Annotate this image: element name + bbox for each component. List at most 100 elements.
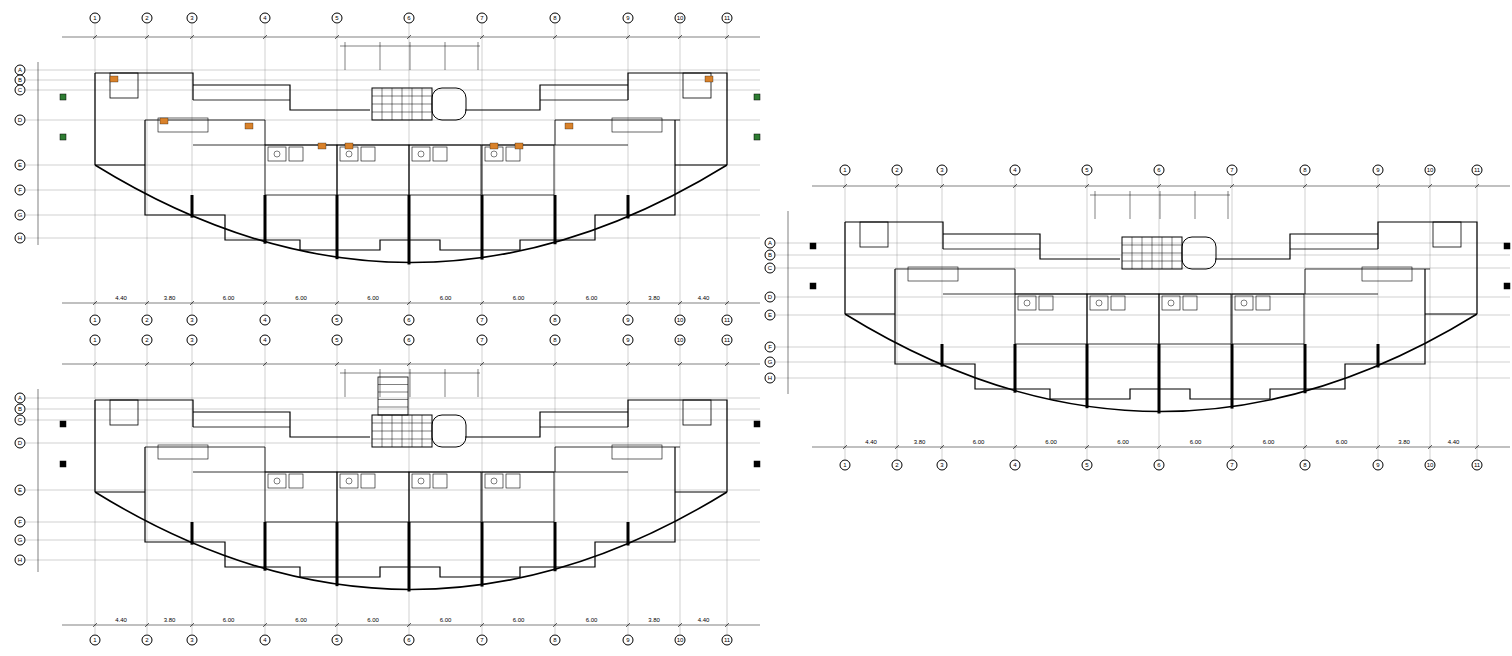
grid-bubble: 1 <box>90 13 101 24</box>
dimension-text: 6.00 <box>512 617 526 624</box>
dimension-text: 3.80 <box>647 295 661 302</box>
grid-bubble: 8 <box>550 335 561 346</box>
grid-bubble: 3 <box>187 13 198 24</box>
grid-bubble: 10 <box>675 13 686 24</box>
grid-bubble: 6 <box>404 335 415 346</box>
grid-bubble: 7 <box>477 335 488 346</box>
grid-bubble: 4 <box>260 635 271 646</box>
dimension-text: 3.80 <box>1397 439 1411 446</box>
grid-bubble: B <box>15 404 26 415</box>
dimension-text: 6.00 <box>366 617 380 624</box>
grid-bubble: 1 <box>840 165 851 176</box>
grid-bubble: 1 <box>840 460 851 471</box>
grid-bubble: 8 <box>550 635 561 646</box>
dimension-text: 3.80 <box>163 295 177 302</box>
grid-bubble: H <box>15 233 26 244</box>
dimension-text: 6.00 <box>972 439 986 446</box>
grid-bubble: D <box>15 115 26 126</box>
grid-bubble: 7 <box>477 315 488 326</box>
dimension-text: 3.80 <box>647 617 661 624</box>
grid-bubble: 4 <box>260 335 271 346</box>
grid-bubble: 5 <box>332 635 343 646</box>
dimension-text: 4.40 <box>114 617 128 624</box>
dimension-text: 6.00 <box>222 295 236 302</box>
grid-bubble: 9 <box>1373 165 1384 176</box>
dimension-text: 4.40 <box>697 295 711 302</box>
grid-bubble: 6 <box>404 315 415 326</box>
dimension-text: 6.00 <box>294 617 308 624</box>
grid-bubble: 5 <box>1082 460 1093 471</box>
dimension-text: 6.00 <box>585 617 599 624</box>
dimension-text: 6.00 <box>585 295 599 302</box>
grid-bubble: 2 <box>892 460 903 471</box>
grid-bubble: 6 <box>1154 165 1165 176</box>
grid-bubble: 11 <box>722 315 733 326</box>
grid-bubble: F <box>765 342 776 353</box>
grid-bubble: 2 <box>142 315 153 326</box>
grid-bubble: 10 <box>675 335 686 346</box>
grid-bubble: 7 <box>1227 165 1238 176</box>
grid-bubble: 7 <box>477 635 488 646</box>
dimension-text: 6.00 <box>1189 439 1203 446</box>
dimension-text: 6.00 <box>1044 439 1058 446</box>
dimension-text: 6.00 <box>366 295 380 302</box>
grid-bubble: 3 <box>187 335 198 346</box>
grid-bubble: H <box>15 555 26 566</box>
grid-bubble: 3 <box>937 460 948 471</box>
grid-bubble: 4 <box>260 315 271 326</box>
grid-bubble: 2 <box>142 635 153 646</box>
grid-bubble: 5 <box>332 315 343 326</box>
grid-bubble: 1 <box>90 335 101 346</box>
grid-bubble: B <box>765 250 776 261</box>
grid-bubble: 3 <box>937 165 948 176</box>
grid-bubble: 8 <box>550 13 561 24</box>
grid-bubble: 5 <box>1082 165 1093 176</box>
dimension-text: 4.40 <box>114 295 128 302</box>
grid-bubble: G <box>765 357 776 368</box>
dimension-text: 6.00 <box>1116 439 1130 446</box>
grid-bubble: 11 <box>722 635 733 646</box>
grid-bubble: G <box>15 535 26 546</box>
dimension-text: 6.00 <box>439 617 453 624</box>
dimension-text: 4.40 <box>697 617 711 624</box>
grid-bubble: 10 <box>675 315 686 326</box>
grid-bubble: E <box>765 310 776 321</box>
grid-bubble: 5 <box>332 335 343 346</box>
grid-bubble: 10 <box>1425 165 1436 176</box>
dimension-text: 6.00 <box>439 295 453 302</box>
grid-bubble: 11 <box>722 13 733 24</box>
grid-bubble: H <box>765 373 776 384</box>
grid-bubble: 4 <box>1010 460 1021 471</box>
dimension-text: 4.40 <box>1447 439 1461 446</box>
grid-bubble: 2 <box>892 165 903 176</box>
grid-bubble: 5 <box>332 13 343 24</box>
floor-plan <box>26 346 760 634</box>
grid-bubble: 11 <box>1472 460 1483 471</box>
grid-bubble: 2 <box>142 13 153 24</box>
grid-bubble: F <box>15 185 26 196</box>
grid-bubble: 6 <box>1154 460 1165 471</box>
grid-bubble: C <box>765 263 776 274</box>
grid-bubble: F <box>15 517 26 528</box>
grid-bubble: 8 <box>1300 460 1311 471</box>
floor-plan <box>26 24 760 314</box>
grid-bubble: 9 <box>623 315 634 326</box>
floor-plan <box>776 176 1510 459</box>
grid-bubble: 9 <box>623 13 634 24</box>
grid-bubble: A <box>765 238 776 249</box>
grid-bubble: 1 <box>90 315 101 326</box>
dimension-text: 4.40 <box>864 439 878 446</box>
grid-bubble: C <box>15 415 26 426</box>
grid-bubble: 4 <box>260 13 271 24</box>
grid-bubble: 2 <box>142 335 153 346</box>
grid-bubble: 3 <box>187 635 198 646</box>
dimension-text: 6.00 <box>294 295 308 302</box>
grid-bubble: C <box>15 85 26 96</box>
dimension-text: 3.80 <box>163 617 177 624</box>
dimension-text: 6.00 <box>1262 439 1276 446</box>
dimension-text: 6.00 <box>512 295 526 302</box>
grid-bubble: G <box>15 210 26 221</box>
grid-bubble: 6 <box>404 13 415 24</box>
